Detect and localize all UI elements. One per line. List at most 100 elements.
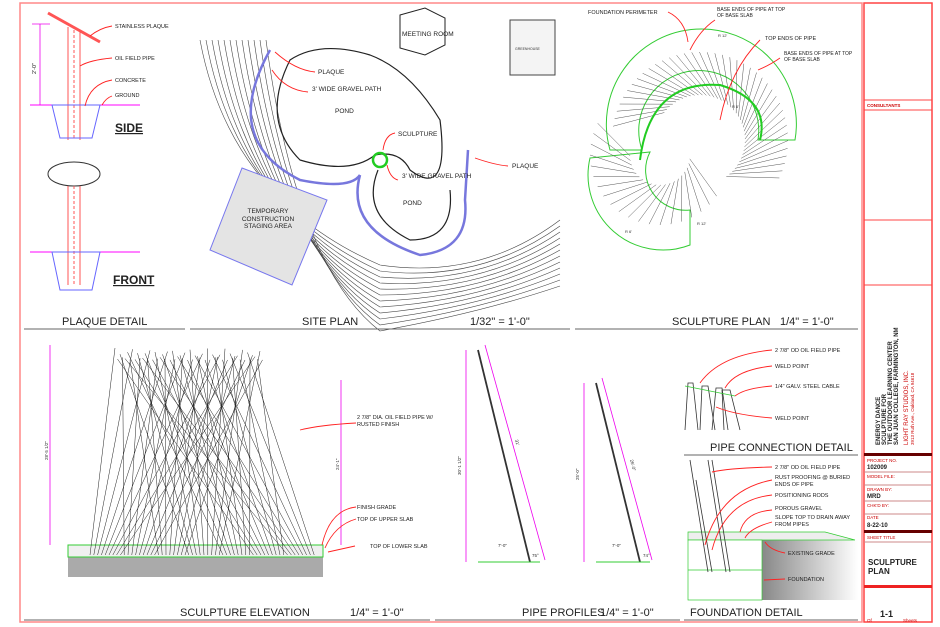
pipe-plan-line [741, 72, 757, 124]
contour-line [235, 39, 561, 302]
pipe-plan-line [739, 140, 789, 163]
dimension-label: 74° [643, 553, 650, 558]
pipe-plan-line [627, 90, 680, 101]
pipe-plan-line [699, 51, 722, 101]
pipe-connection-detail-title: PIPE CONNECTION DETAIL [710, 442, 853, 454]
callout: RUST PROOFING @ BURIED ENDS OF PIPE [775, 475, 851, 488]
pipe-profile [595, 382, 641, 563]
pipe-line [122, 357, 125, 556]
dimension-label: 2'-0" [32, 63, 38, 74]
pipe-plan-line [726, 176, 780, 179]
pipe-plan-line [623, 96, 677, 103]
plaque-side [47, 11, 101, 44]
foundation-detail: 2 7/8" OD OIL FIELD PIPE RUST PROOFING @… [684, 459, 858, 621]
svg-text:CHK'D BY:: CHK'D BY: [867, 503, 889, 508]
pipe-line [184, 355, 253, 556]
callout: SLOPE TOP TO DRAIN AWAY FROM PIPES [775, 515, 850, 528]
sheet-number: 1-1 [880, 609, 893, 619]
pipe-plan-line [732, 163, 785, 172]
title-block: CONSULTANTS ENERGY DANCE SCULPTURE FOR T… [864, 99, 932, 623]
svg-text:Of: Of [867, 618, 873, 623]
pipe-line [154, 351, 197, 556]
pipe-profiles-title: PIPE PROFILES [522, 607, 605, 619]
pipe-line [180, 356, 236, 556]
callout: 2 7/8" OD OIL FIELD PIPE [775, 465, 841, 471]
drawn-by: MRD [867, 494, 881, 500]
dimension-label: R 12' [697, 221, 706, 226]
pipe-line [124, 358, 288, 556]
pipe-plan-line [714, 53, 729, 105]
pipe-plan-line [636, 78, 687, 98]
svg-text:SCULPTURE FOR: SCULPTURE FOR [882, 393, 888, 445]
pipe-line [150, 359, 246, 556]
callout: STAINLESS PLAQUE [115, 24, 169, 30]
pipe-line [222, 359, 277, 556]
svg-text:DRAWN BY:: DRAWN BY: [867, 487, 892, 492]
pipe-plan-line [737, 148, 788, 166]
pipe-plan-line [614, 109, 667, 119]
pipe-plan-line [683, 53, 715, 98]
svg-text:Sheets: Sheets [903, 618, 918, 623]
contour-line [199, 39, 561, 269]
pipe-plan-line [648, 183, 671, 225]
svg-text:SAN JUAN COLLEGE, FARMINGTON,: SAN JUAN COLLEGE, FARMINGTON, NM [894, 327, 900, 445]
pipe-plan-line [729, 170, 783, 175]
callout: BASE ENDS OF PIPE AT TOP OF BASE SLAB [717, 7, 786, 19]
site-plan: MEETING ROOM GREENHOUSE POND POND TEMPOR… [190, 7, 570, 332]
pipe-plan-line [603, 181, 648, 197]
pipe-plan-line [742, 124, 787, 155]
pipe-plan-line [642, 73, 691, 97]
pipe-line [232, 357, 247, 556]
sculpture-plan-scale: 1/4" = 1'-0" [780, 316, 834, 328]
pipe-plan-line [744, 110, 783, 148]
callout: 2 7/8" OD OIL FIELD PIPE [775, 348, 841, 354]
project-number: 102009 [867, 465, 888, 471]
pipe-line [162, 354, 231, 556]
pipe-line [211, 348, 226, 556]
callout: PLAQUE [512, 163, 539, 170]
pipe-connection-detail: 2 7/8" OD OIL FIELD PIPE WELD POINT 1/4"… [684, 348, 858, 456]
front-label: FRONT [113, 273, 155, 287]
pipe-line [172, 350, 201, 556]
contour-line [247, 39, 561, 314]
pipe-line [134, 359, 258, 556]
pipe-plan-line [628, 184, 662, 218]
callout: GROUND [115, 93, 139, 99]
pipe-plan-line [740, 132, 788, 159]
pipe-line [154, 359, 263, 556]
pipe-line [159, 357, 296, 556]
meeting-room-label: MEETING ROOM [402, 31, 454, 38]
pipe-plan-line [722, 54, 732, 108]
pipe-plan-line [729, 57, 734, 111]
callout: WELD POINT [775, 416, 810, 422]
dimension-label: 26'-0" [629, 459, 637, 472]
pipe-line [212, 354, 307, 556]
svg-text:DATE: DATE [867, 515, 879, 520]
pipe-plan-line [706, 52, 725, 103]
sculpture-plan-title: SCULPTURE PLAN [672, 316, 770, 328]
pipe-plan-line [691, 52, 718, 99]
pipe-plan-line [655, 64, 699, 96]
pipe-plan-line [590, 165, 637, 174]
pipe-line [189, 349, 205, 556]
pipe-line [229, 353, 311, 556]
greenhouse-label: GREENHOUSE [515, 47, 541, 51]
pipe-plan-line [661, 60, 703, 96]
pond-label: POND [335, 108, 354, 115]
sheet-title: PLAN [868, 567, 890, 576]
dimension-label: R 12' [718, 33, 727, 38]
svg-text:MODEL FILE:: MODEL FILE: [867, 474, 895, 479]
callout: POSITIONING RODS [775, 493, 829, 499]
callout: 2 7/8" DIA. OIL FIELD PIPE W/ RUSTED FIN… [357, 415, 434, 428]
firm-name: LIGHT RAY STUDIOS, INC. [904, 370, 910, 445]
title-block-border [863, 2, 933, 623]
project-title: ENERGY DANCE SCULPTURE FOR THE OUTDOOR L… [876, 327, 915, 445]
pipe-plan-line [743, 117, 786, 151]
dimension-label: 7'-0" [612, 543, 621, 548]
callout: FOUNDATION PERIMETER [588, 10, 658, 16]
pipe-line [129, 359, 159, 556]
dimension-label: R 6' [732, 104, 739, 109]
svg-text:PROJECT NO.: PROJECT NO. [867, 458, 897, 463]
staging-area [209, 167, 328, 286]
contour-line [205, 39, 561, 274]
